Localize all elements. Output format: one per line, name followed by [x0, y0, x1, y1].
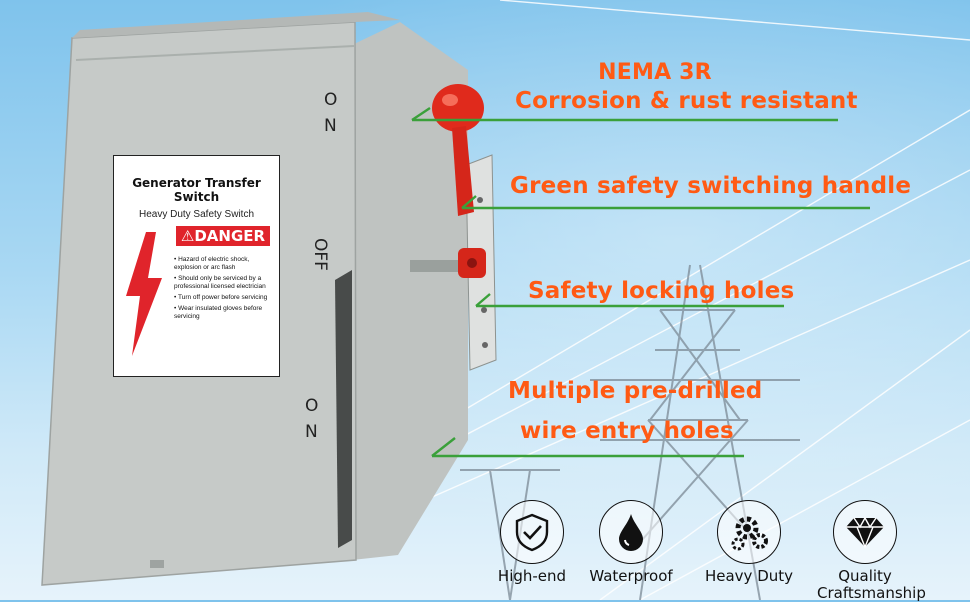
lightning-bolt-icon — [126, 232, 162, 356]
callout-nema: NEMA 3R — [598, 60, 712, 85]
diamond-icon — [833, 500, 897, 564]
transmission-tower — [460, 264, 800, 600]
sticker-subtitle: Heavy Duty Safety Switch — [138, 209, 255, 220]
warning-list: Hazard of electric shock, explosion or a… — [166, 256, 278, 324]
leader-lines — [412, 118, 870, 458]
feature-label: Waterproof — [589, 567, 673, 585]
feature-label: Quality Craftsmanship — [817, 567, 926, 602]
position-on-top-o: O — [324, 90, 338, 110]
warning-item: Turn off power before servicing — [174, 294, 274, 302]
sticker-title: Generator Transfer Switch — [132, 176, 261, 204]
position-on-bottom-n: N — [305, 422, 318, 442]
product-label-sticker: Generator Transfer Switch Heavy Duty Saf… — [113, 155, 280, 377]
enclosure-top — [72, 12, 400, 38]
danger-banner: ⚠DANGER — [176, 226, 270, 246]
warning-item: Wear insulated gloves before servicing — [174, 305, 274, 321]
feature-label: High-end — [497, 567, 567, 585]
shield-check-icon — [500, 500, 564, 564]
enclosure-side — [352, 22, 468, 560]
callout-drilled-line1: Multiple pre-drilled — [508, 378, 763, 404]
callout-drilled-line2: wire entry holes — [520, 418, 734, 444]
callout-handle: Green safety switching handle — [510, 173, 912, 199]
power-lines — [379, 0, 970, 600]
position-off: OFF — [310, 238, 330, 271]
feature-label: Heavy Duty — [704, 567, 794, 585]
warning-item: Hazard of electric shock, explosion or a… — [174, 256, 274, 272]
water-drop-icon — [599, 500, 663, 564]
warning-item: Should only be serviced by a professiona… — [174, 275, 274, 291]
position-on-bottom-o: O — [305, 396, 319, 416]
feature-waterproof: Waterproof — [583, 500, 679, 585]
callout-corrosion: Corrosion & rust resistant — [515, 88, 858, 114]
callout-locking: Safety locking holes — [528, 278, 795, 304]
feature-heavy-duty: Heavy Duty — [701, 500, 797, 585]
feature-quality: Quality Craftsmanship — [817, 500, 926, 602]
position-on-top-n: N — [324, 116, 337, 136]
gears-icon — [717, 500, 781, 564]
feature-high-end: High-end — [484, 500, 580, 585]
